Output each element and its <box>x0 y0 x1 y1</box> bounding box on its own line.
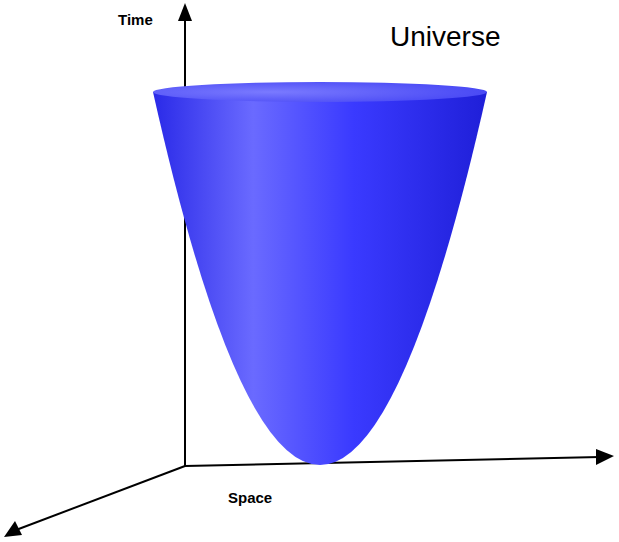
paraboloid-surface <box>153 92 487 465</box>
time-axis <box>184 18 186 466</box>
arrowhead <box>178 3 192 21</box>
arrowhead <box>596 449 614 465</box>
depth-axis <box>16 466 185 530</box>
paraboloid-rim <box>153 82 487 102</box>
arrowhead <box>4 521 22 537</box>
figure-label: Universe <box>390 22 500 53</box>
space-axis <box>185 457 600 466</box>
axis-label: Space <box>228 490 272 507</box>
arrowheads <box>4 3 614 537</box>
axis-label: Time <box>118 12 153 29</box>
axes <box>16 18 600 530</box>
